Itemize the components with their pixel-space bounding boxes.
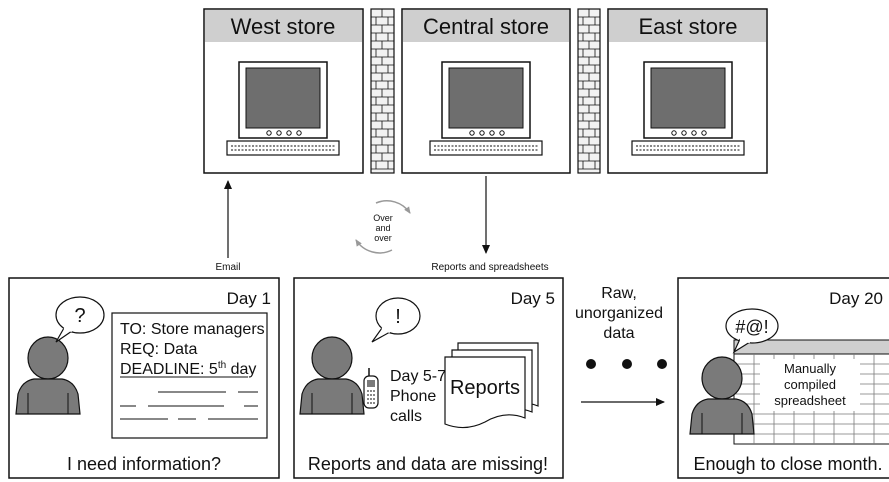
phone-text-1: Day 5-7 — [390, 368, 446, 385]
store-west: West store — [203, 8, 364, 174]
brick-wall-right — [577, 8, 601, 174]
store-title: West store — [231, 14, 336, 39]
store-header — [205, 10, 362, 42]
bubble-text: ! — [395, 306, 401, 328]
person-icon — [15, 336, 81, 415]
spreadsheet-text-2: compiled — [784, 377, 836, 392]
question-bubble-icon: ? — [55, 296, 105, 343]
reports-label: Reports and spreadsheets — [431, 262, 548, 273]
cycle-text-2: and — [375, 223, 390, 233]
computer-icon — [429, 61, 543, 156]
computer-icon — [226, 61, 340, 156]
spreadsheet-text-1: Manually — [784, 361, 837, 376]
panel-caption: I need information? — [67, 454, 221, 474]
cycle-text-3: over — [374, 233, 392, 243]
reports-stack: Reports — [444, 342, 539, 429]
store-header — [609, 10, 766, 42]
brick-wall-left — [370, 8, 395, 174]
store-title: East store — [638, 14, 737, 39]
person-icon — [299, 336, 365, 415]
panel-caption: Reports and data are missing! — [308, 454, 548, 474]
exclamation-bubble-icon: ! — [371, 297, 421, 343]
panel-day-5: Day 5 ! Day 5-7 Phone calls Reports R — [293, 277, 564, 479]
raw-data-text-2: unorganized — [575, 305, 663, 322]
store-header — [403, 10, 569, 42]
memo-deadline: DEADLINE: 5th day — [120, 360, 256, 378]
cell-phone-icon — [363, 368, 379, 409]
computer-icon — [631, 61, 745, 156]
phone-text-3: calls — [390, 408, 422, 425]
store-central: Central store — [401, 8, 571, 174]
panel-day-label: Day 1 — [227, 289, 271, 308]
panel-day-20: Day 20 Manually compiled spreadsheet #@!… — [677, 277, 889, 479]
memo-to: TO: Store managers — [120, 321, 265, 338]
panel-caption: Enough to close month. — [693, 454, 882, 474]
memo-document: TO: Store managers REQ: Data DEADLINE: 5… — [111, 312, 268, 439]
store-east: East store — [607, 8, 768, 174]
swearing-bubble-icon: #@! — [725, 308, 779, 354]
raw-data-text-3: data — [603, 325, 634, 342]
panel-day-label: Day 5 — [511, 289, 555, 308]
person-icon — [689, 356, 755, 435]
spreadsheet-grid: Manually compiled spreadsheet — [733, 339, 889, 445]
data-dot — [622, 359, 632, 369]
bubble-text: ? — [74, 305, 85, 327]
panel-day-label: Day 20 — [829, 289, 883, 308]
memo-req: REQ: Data — [120, 341, 197, 358]
data-dot — [586, 359, 596, 369]
data-dot — [657, 359, 667, 369]
raw-data-indicator: Raw, unorganized data — [575, 285, 667, 406]
panel-day-1: Day 1 ? TO: Store managers REQ: Data DEA… — [8, 277, 280, 479]
over-and-over-cycle: Over and over — [355, 200, 411, 254]
store-title: Central store — [423, 14, 549, 39]
bubble-text: #@! — [735, 317, 768, 337]
reports-text: Reports — [450, 377, 520, 399]
raw-data-text-1: Raw, — [601, 285, 637, 302]
cycle-text-1: Over — [373, 213, 393, 223]
spreadsheet-text-3: spreadsheet — [774, 393, 846, 408]
phone-text-2: Phone — [390, 388, 436, 405]
email-label: Email — [215, 262, 240, 273]
